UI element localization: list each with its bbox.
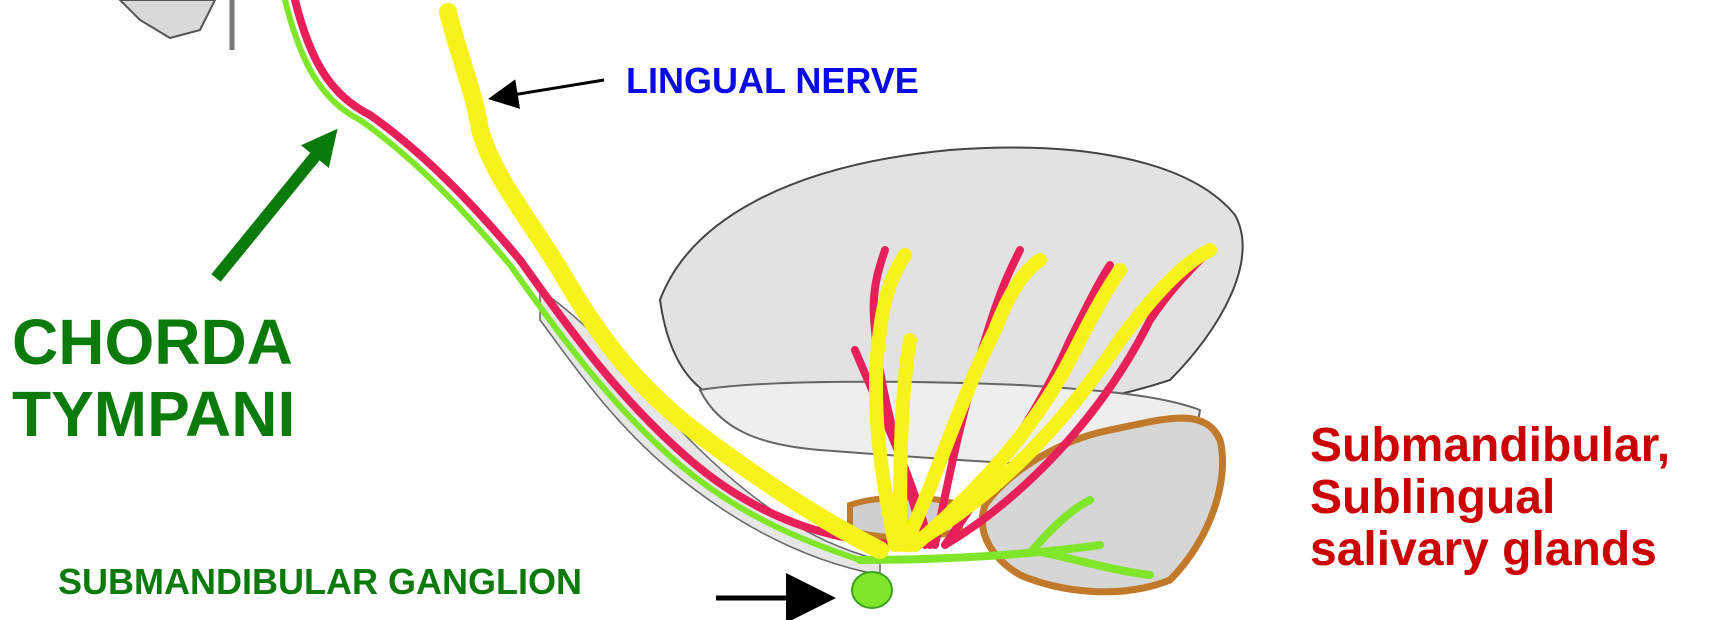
glands-label-line1: Submandibular, — [1310, 420, 1710, 472]
chorda-tympani-label: CHORDA TYMPANI — [12, 306, 295, 450]
chorda-arrow — [216, 138, 330, 278]
salivary-glands-label: Submandibular, Sublingual salivary gland… — [1310, 420, 1710, 576]
chorda-label-line2: TYMPANI — [12, 378, 295, 450]
glands-label-line2: Sublingual — [1310, 472, 1710, 524]
submandibular-ganglion-label: SUBMANDIBULAR GANGLION — [58, 561, 582, 603]
chorda-label-line1: CHORDA — [12, 306, 295, 378]
glands-label-line3: salivary glands — [1310, 524, 1710, 576]
skull-fragment-sketch — [120, 0, 215, 38]
submandibular-ganglion — [852, 572, 892, 608]
lingual-nerve-label: LINGUAL NERVE — [626, 60, 919, 102]
tongue-sketch — [660, 148, 1243, 416]
lingual-arrow — [494, 80, 604, 98]
